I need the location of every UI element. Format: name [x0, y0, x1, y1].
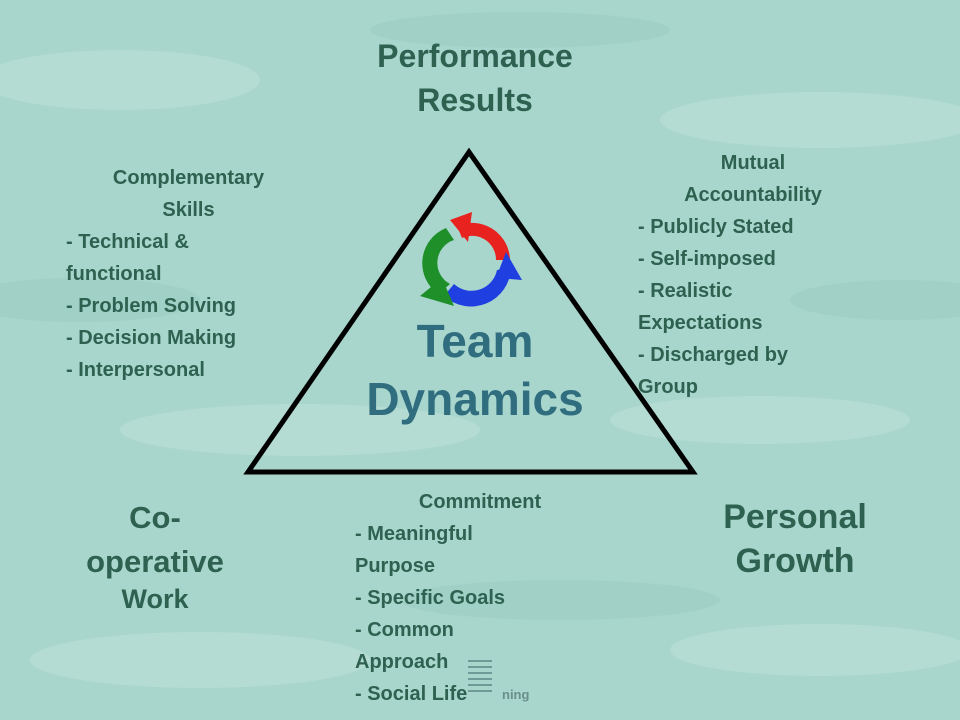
skills-item: - Interpersonal	[66, 359, 205, 381]
logo-text: ning	[502, 687, 530, 702]
complementary-skills-block: Complementary Skills - Technical & funct…	[66, 162, 311, 386]
commitment-item: - Specific Goals	[355, 587, 506, 609]
skills-item: functional	[66, 263, 162, 285]
commitment-item: Approach	[355, 651, 449, 673]
logo-icon	[468, 660, 492, 692]
skills-item: - Decision Making	[66, 327, 237, 349]
accountability-item: - Realistic	[638, 280, 733, 302]
left-label-line1: Co-	[129, 500, 181, 535]
top-label-line2: Results	[417, 82, 533, 118]
accountability-item: - Self-imposed	[638, 248, 776, 270]
skills-heading-line1: Complementary	[112, 167, 265, 189]
cycle-arrows-icon	[420, 212, 522, 307]
skills-item: - Problem Solving	[66, 295, 237, 317]
left-label-line3: Work	[121, 584, 189, 614]
accountability-item: Expectations	[638, 312, 763, 334]
center-label-line1: Team	[416, 315, 534, 367]
commitment-block: Commitment - Meaningful Purpose - Specif…	[355, 486, 605, 710]
commitment-item: - Social Life	[355, 683, 468, 705]
personal-growth-label: Personal Growth	[690, 495, 900, 583]
left-label-line2: operative	[86, 544, 224, 579]
commitment-item: - Meaningful	[355, 523, 473, 545]
accountability-heading-line1: Mutual	[720, 152, 786, 174]
commitment-item: - Common	[355, 619, 454, 641]
center-label-line2: Dynamics	[366, 373, 584, 425]
skills-heading-line2: Skills	[162, 199, 215, 221]
right-label-line1: Personal	[723, 498, 867, 536]
skills-item: - Technical &	[66, 231, 189, 253]
cooperative-work-label: Co- operative Work	[60, 496, 250, 614]
performance-results-label: Performance Results	[330, 34, 620, 122]
accountability-heading-line2: Accountability	[684, 184, 822, 206]
right-label-line2: Growth	[735, 542, 855, 580]
mutual-accountability-block: Mutual Accountability - Publicly Stated …	[638, 147, 868, 403]
commitment-heading: Commitment	[418, 491, 542, 513]
logo: ning	[420, 655, 550, 705]
accountability-item: - Discharged by	[638, 344, 789, 366]
team-dynamics-label: Team Dynamics	[330, 312, 620, 428]
top-label-line1: Performance	[377, 38, 573, 74]
commitment-item: Purpose	[355, 555, 436, 577]
accountability-item: Group	[638, 376, 698, 398]
accountability-item: - Publicly Stated	[638, 216, 794, 238]
